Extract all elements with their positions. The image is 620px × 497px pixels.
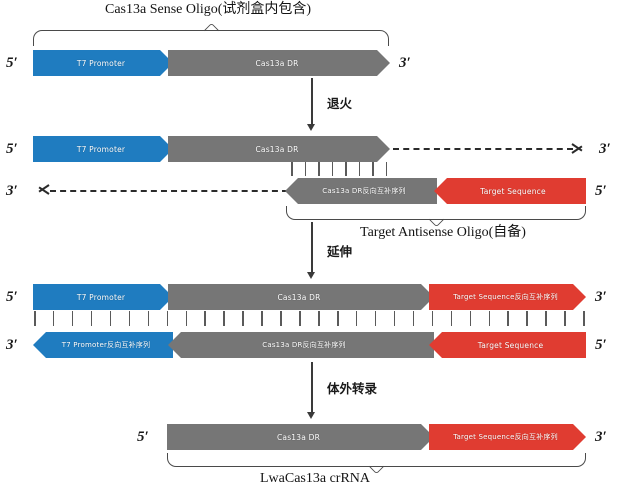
- stage2-bottom-dashed-extension: [50, 190, 288, 192]
- stage2-top-segment-cas13a-dr-label: Cas13a DR: [255, 144, 299, 154]
- stage3-bottom-segment-target-sequence-label: Target Sequence: [477, 340, 544, 350]
- stage1-segment-t7-promoter-label: T7 Promoter: [76, 58, 126, 68]
- stage3-bottom-segment-t7-promoter-revcomp: T7 Promoter反向互补序列: [33, 332, 173, 358]
- caption-crrna-product: LwaCas13a crRNA: [259, 471, 371, 486]
- stage3-bottom-segment-cas13a-dr-revcomp-label: Cas13a DR反向互补序列: [262, 341, 346, 349]
- stage2-bottom-segment-target-sequence-label: Target Sequence: [480, 186, 546, 196]
- stage3-bottom-left-end: 3′: [6, 337, 18, 353]
- stage2-top-left-end: 5′: [6, 141, 18, 157]
- caption-sense-oligo: Cas13a Sense Oligo(试剂盒内包含): [105, 2, 312, 17]
- step-arrow-transcription-line: [311, 362, 313, 414]
- stage3-hybrid-ticks: [34, 311, 585, 326]
- stage4-segment-target-sequence-revcomp-label: Target Sequence反向互补序列: [453, 433, 558, 441]
- stage4-segment-cas13a-dr-label: Cas13a DR: [276, 432, 321, 442]
- stage3-top-segment-cas13a-dr: Cas13a DR: [168, 284, 434, 310]
- step-arrow-extend-line: [311, 222, 313, 274]
- stage2-top-extension-arrowhead: [572, 142, 583, 155]
- stage1-segment-cas13a-dr-label: Cas13a DR: [255, 58, 299, 68]
- stage1-right-end: 3′: [399, 55, 411, 71]
- stage3-bottom-segment-target-sequence: Target Sequence: [429, 332, 586, 358]
- stage2-hybrid-ticks: [291, 162, 387, 176]
- stage4-segment-cas13a-dr: Cas13a DR: [167, 424, 434, 450]
- stage2-top-segment-t7-promoter: T7 Promoter: [33, 136, 173, 162]
- stage2-bottom-segment-target-sequence: Target Sequence: [434, 178, 586, 204]
- stage3-top-left-end: 5′: [6, 289, 18, 305]
- bracket-crrna-product: [167, 453, 586, 475]
- stage4-segment-target-sequence-revcomp: Target Sequence反向互补序列: [429, 424, 586, 450]
- stage2-top-segment-t7-promoter-label: T7 Promoter: [76, 144, 126, 154]
- stage2-bottom-extension-arrowhead: [38, 183, 49, 196]
- caption-target-antisense-oligo: Target Antisense Oligo(自备): [360, 225, 526, 240]
- stage4-right-end: 3′: [595, 429, 607, 445]
- stage1-left-end: 5′: [6, 55, 18, 71]
- stage3-top-segment-target-sequence-revcomp: Target Sequence反向互补序列: [429, 284, 586, 310]
- stage1-segment-t7-promoter: T7 Promoter: [33, 50, 173, 76]
- stage2-top-segment-cas13a-dr: Cas13a DR: [168, 136, 390, 162]
- stage2-bottom-right-end: 5′: [595, 183, 607, 199]
- step-label-anneal: 退火: [327, 96, 353, 111]
- stage3-bottom-segment-cas13a-dr-revcomp: Cas13a DR反向互补序列: [168, 332, 434, 358]
- step-arrow-transcription-head: [307, 412, 315, 419]
- step-label-transcription: 体外转录: [327, 381, 378, 396]
- bracket-target-antisense-oligo: [286, 206, 586, 228]
- step-arrow-anneal-head: [307, 124, 315, 131]
- bracket-sense-oligo: [33, 22, 389, 46]
- stage2-bottom-segment-cas13a-dr-revcomp-label: Cas13a DR反向互补序列: [322, 187, 406, 195]
- stage3-top-segment-t7-promoter: T7 Promoter: [33, 284, 173, 310]
- stage3-top-segment-target-sequence-revcomp-label: Target Sequence反向互补序列: [453, 293, 558, 301]
- stage3-top-segment-cas13a-dr-label: Cas13a DR: [277, 292, 321, 302]
- stage3-top-segment-t7-promoter-label: T7 Promoter: [76, 292, 126, 302]
- stage4-left-end: 5′: [137, 429, 149, 445]
- stage3-bottom-right-end: 5′: [595, 337, 607, 353]
- step-arrow-extend-head: [307, 272, 315, 279]
- stage2-bottom-left-end: 3′: [6, 183, 18, 199]
- stage2-top-dashed-extension: [393, 148, 573, 150]
- step-label-extend: 延伸: [327, 244, 353, 259]
- stage1-segment-cas13a-dr: Cas13a DR: [168, 50, 390, 76]
- step-arrow-anneal-line: [311, 78, 313, 126]
- stage3-top-right-end: 3′: [595, 289, 607, 305]
- stage2-bottom-segment-cas13a-dr-revcomp: Cas13a DR反向互补序列: [285, 178, 437, 204]
- stage2-top-right-end: 3′: [599, 141, 611, 157]
- stage3-bottom-segment-t7-promoter-revcomp-label: T7 Promoter反向互补序列: [61, 341, 151, 349]
